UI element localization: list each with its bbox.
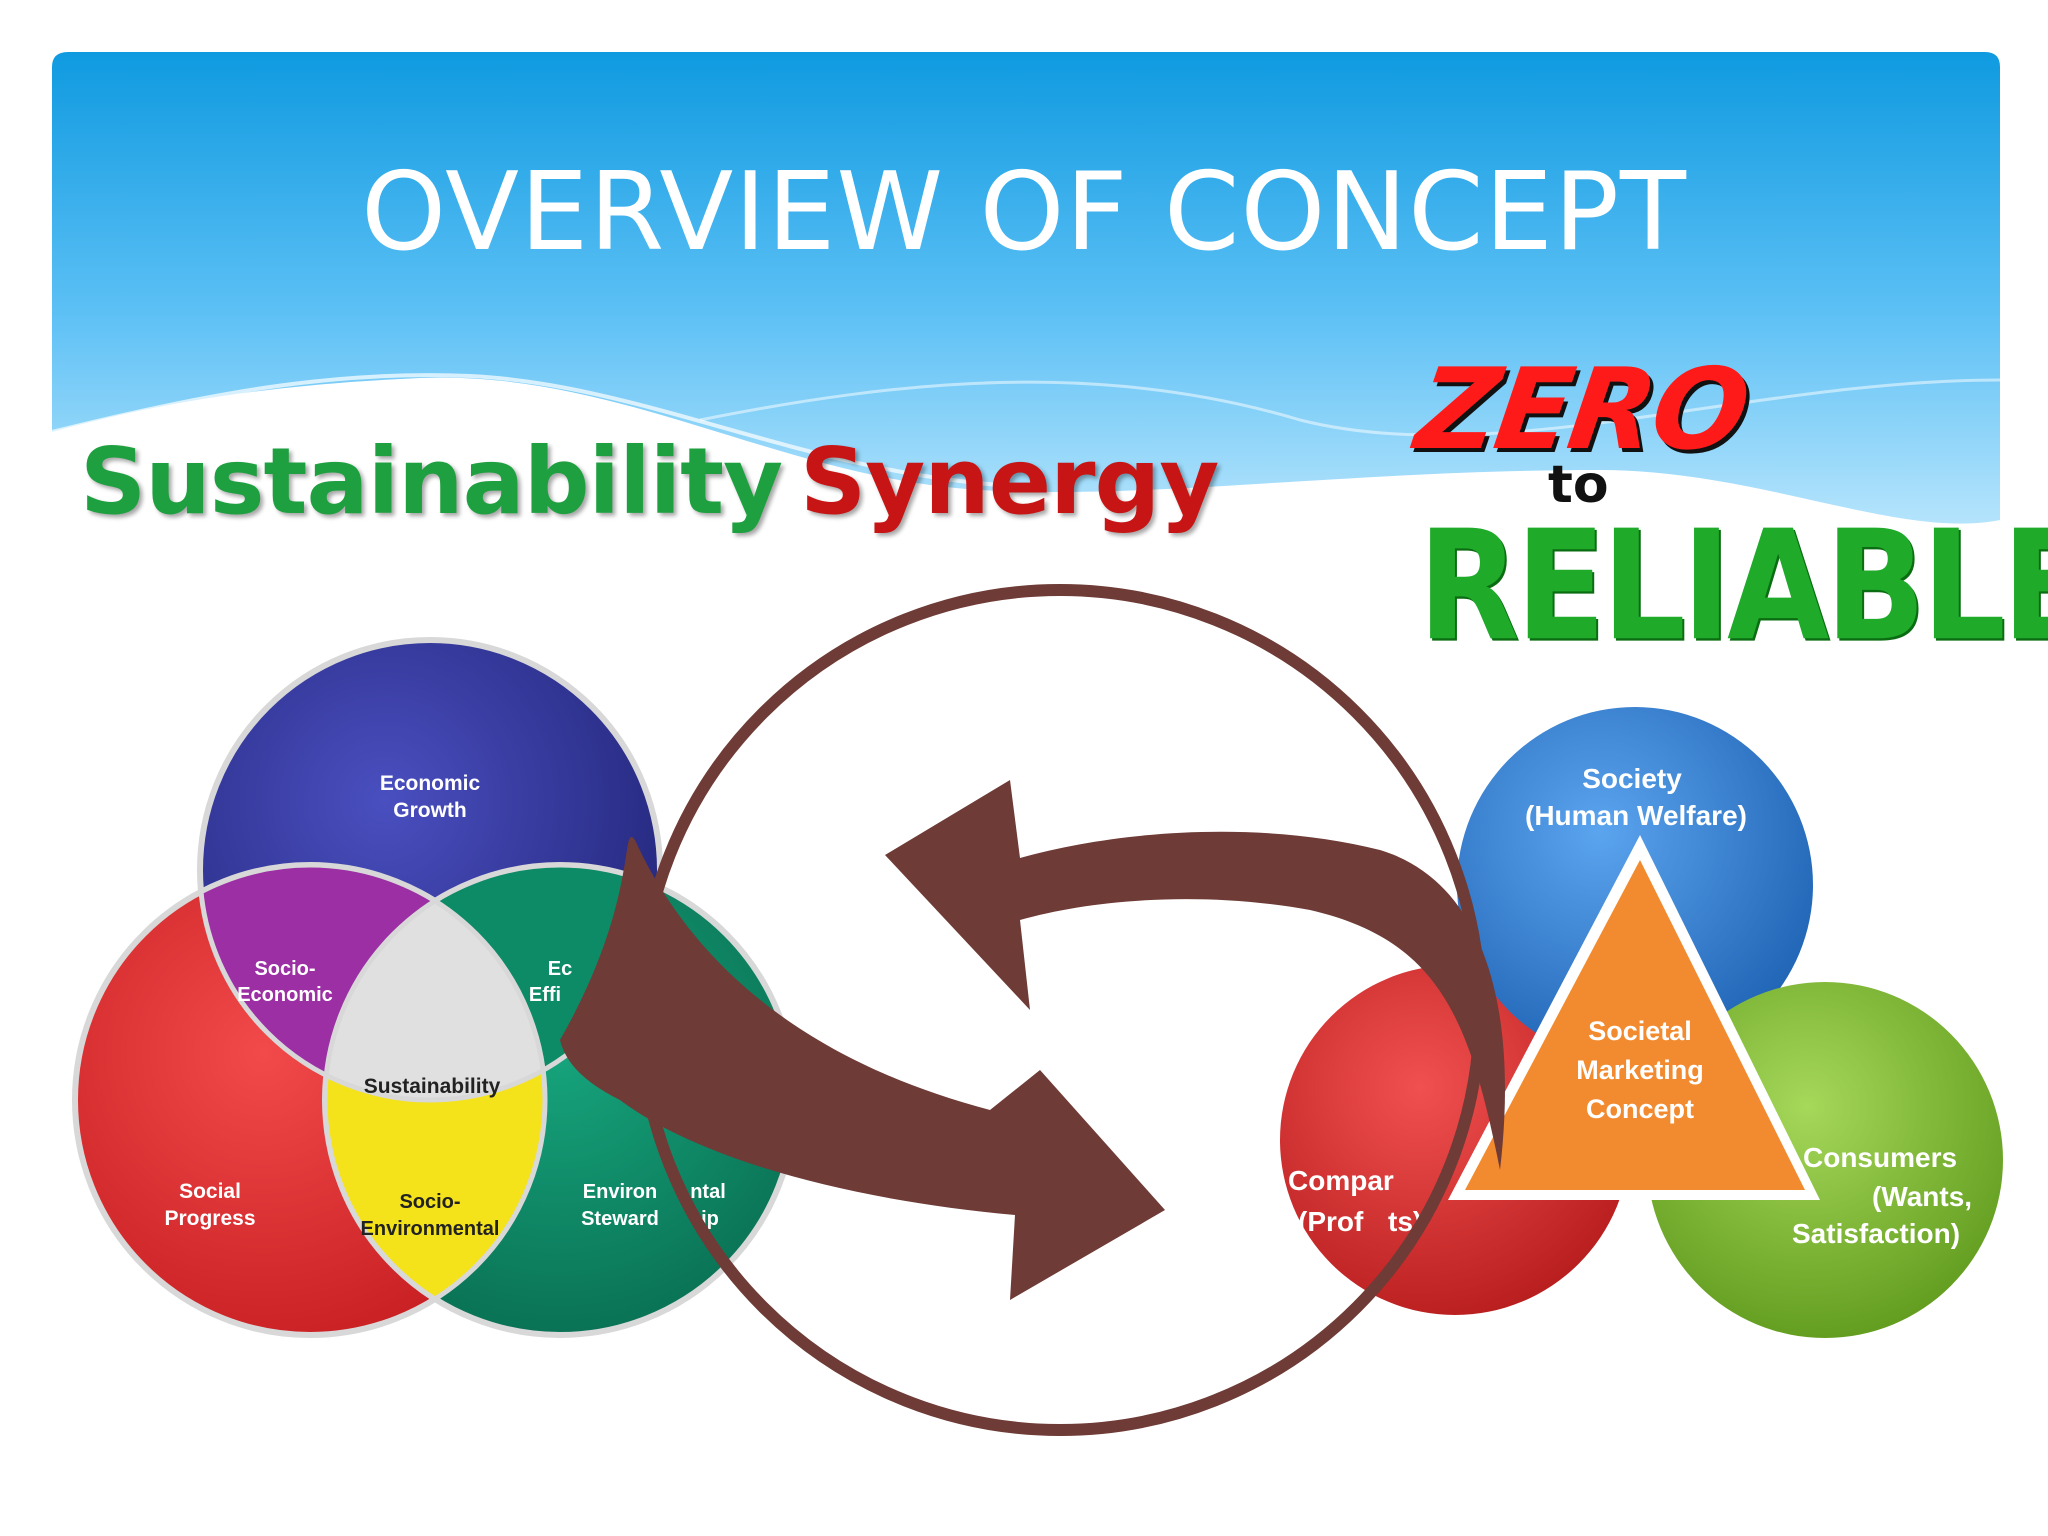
socio-economic-label-1: Socio- xyxy=(254,958,315,980)
arrow-left xyxy=(885,780,1505,1170)
to-word: to xyxy=(1548,455,1609,515)
society-label-2: (Human Welfare) xyxy=(1525,800,1747,831)
triangle-label-1: Societal xyxy=(1588,1016,1692,1046)
stewardship-label-1: Steward xyxy=(581,1208,659,1230)
sustainability-center-label: Sustainability xyxy=(364,1075,501,1098)
social-progress-label-2: Progress xyxy=(164,1207,255,1230)
synergy-word: Synergy xyxy=(800,428,1219,535)
synergy-cycle xyxy=(560,584,1505,1436)
consumers-label-2: (Wants, xyxy=(1872,1181,1972,1212)
societal-marketing-triangle xyxy=(1465,860,1805,1190)
eco-efficiency-label-1: Ec xyxy=(548,958,572,980)
economic-label-2: Growth xyxy=(393,799,467,822)
header-wave-line xyxy=(51,373,1001,487)
header-wave-line-2 xyxy=(699,378,2001,437)
reliable-word: RELIABLE xyxy=(1418,498,2048,676)
triangle-label-3: Concept xyxy=(1586,1094,1694,1124)
society-label-1: Society xyxy=(1582,763,1682,794)
consumers-label-3: Satisfaction) xyxy=(1792,1218,1960,1249)
arrow-right xyxy=(560,836,1165,1300)
environmental-label-1: Environ xyxy=(583,1181,657,1203)
social-progress-label-1: Social xyxy=(179,1180,241,1203)
sustainability-word: Sustainability xyxy=(80,428,783,535)
economic-label-1: Economic xyxy=(380,772,481,795)
header-band xyxy=(51,52,2001,524)
triple-bottom-line-venn: Economic Growth Socio- Economic Ec Effi … xyxy=(72,637,798,1338)
eco-efficiency-label-2: Effi xyxy=(529,984,561,1006)
slide-title: OVERVIEW OF CONCEPT xyxy=(361,150,1687,275)
socio-economic-label-2: Economic xyxy=(237,984,333,1006)
company-label-1: Compar xyxy=(1288,1165,1394,1196)
socio-environmental-label-1: Socio- xyxy=(399,1191,460,1213)
environmental-label-2: ntal xyxy=(690,1181,726,1203)
triangle-label-2: Marketing xyxy=(1576,1055,1704,1085)
company-label-2: (Prof xyxy=(1298,1206,1364,1237)
sustainability-center xyxy=(325,865,545,1100)
consumers-label-1: Consumers xyxy=(1803,1142,1957,1173)
societal-marketing-diagram: Society (Human Welfare) Societal Marketi… xyxy=(1280,707,2003,1338)
socio-environmental-label-2: Environmental xyxy=(361,1218,500,1240)
header-gradient-shape xyxy=(52,52,2000,524)
